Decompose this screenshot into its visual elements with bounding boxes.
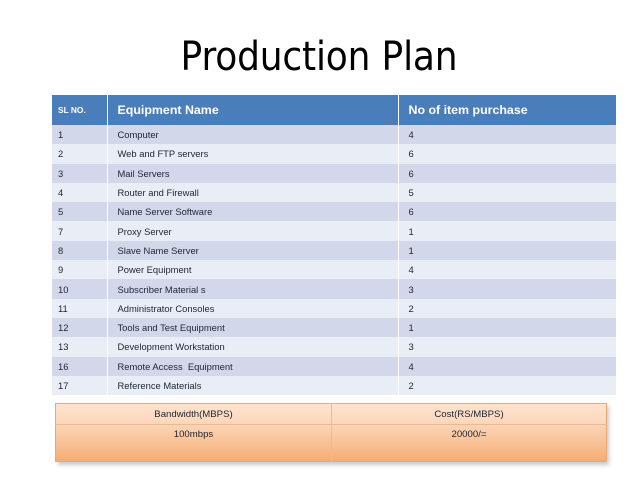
cell-equipment-name: Subscriber Material s (107, 279, 399, 299)
cell-sl-no: 16 (52, 356, 108, 376)
cell-equipment-name: Router and Firewall (107, 182, 399, 203)
cost-value: 20000/= (451, 429, 487, 440)
equipment-table-header: SL NO. Equipment Name No of item purchas… (52, 95, 616, 125)
cell-sl-no: 7 (52, 221, 108, 241)
bandwidth-cost-table-container: Bandwidth(MBPS) Cost(RS/MBPS) 100mbps 20… (55, 403, 607, 462)
cell-no-of-item-purchase: 6 (398, 163, 616, 183)
column-header-equipment-name: Equipment Name (107, 95, 399, 125)
cell-equipment-name: Power Equipment (107, 260, 399, 280)
cell-sl-no: 5 (52, 202, 108, 222)
cell-equipment-name: Name Server Software (107, 202, 399, 222)
cell-no-of-item-purchase: 6 (398, 144, 616, 164)
column-header-cost: Cost(RS/MBPS) (331, 403, 607, 425)
cell-equipment-name: Proxy Server (107, 221, 399, 241)
cell-sl-no: 8 (52, 240, 108, 261)
cell-sl-no: 1 (52, 125, 108, 145)
cell-sl-no: 11 (52, 298, 108, 318)
table-header-row: SL NO. Equipment Name No of item purchas… (52, 95, 616, 125)
cell-equipment-name: Reference Materials (107, 375, 399, 396)
cell-sl-no: 3 (52, 163, 108, 183)
cell-sl-no: 4 (52, 182, 108, 203)
cell-no-of-item-purchase: 1 (398, 240, 616, 261)
cell-sl-no: 10 (52, 279, 108, 299)
cell-equipment-name: Administrator Consoles (107, 298, 399, 318)
cell-no-of-item-purchase: 6 (398, 202, 616, 222)
cell-sl-no: 2 (52, 144, 108, 164)
cell-equipment-name: Computer (107, 125, 399, 145)
cell-no-of-item-purchase: 2 (398, 375, 616, 396)
cell-equipment-name: Slave Name Server (107, 240, 399, 261)
cell-sl-no: 13 (52, 337, 108, 357)
column-header-no-of-item-purchase: No of item purchase (398, 95, 616, 125)
cell-no-of-item-purchase: 5 (398, 182, 616, 203)
cell-equipment-name: Tools and Test Equipment (107, 317, 399, 338)
cell-equipment-name: Development Workstation (107, 337, 399, 357)
cell-equipment-name: Remote Access Equipment (107, 356, 399, 376)
cell-no-of-item-purchase: 4 (398, 260, 616, 280)
cell-no-of-item-purchase: 1 (398, 221, 616, 241)
cell-equipment-name: Mail Servers (107, 163, 399, 183)
cell-no-of-item-purchase: 3 (398, 337, 616, 357)
column-header-sl-no: SL NO. (52, 95, 108, 125)
cell-no-of-item-purchase: 1 (398, 317, 616, 338)
cell-sl-no: 12 (52, 317, 108, 338)
cell-no-of-item-purchase: 3 (398, 279, 616, 299)
page-title: Production Plan (180, 34, 458, 80)
cell-sl-no: 9 (52, 260, 108, 280)
bandwidth-value: 100mbps (55, 424, 332, 462)
bandwidth-table-header-row: Bandwidth(MBPS) Cost(RS/MBPS) (55, 403, 607, 425)
column-header-bandwidth: Bandwidth(MBPS) (55, 403, 332, 425)
cell-equipment-name: Web and FTP servers (107, 144, 399, 164)
bandwidth-cost-table: Bandwidth(MBPS) Cost(RS/MBPS) 100mbps 20… (55, 403, 607, 462)
cell-no-of-item-purchase: 2 (398, 298, 616, 318)
equipment-table: SL NO. Equipment Name No of item purchas… (52, 95, 616, 396)
cell-no-of-item-purchase: 4 (398, 125, 616, 145)
cell-no-of-item-purchase: 4 (398, 356, 616, 376)
bandwidth-table-value-row: 100mbps 20000/= (55, 424, 607, 462)
cell-sl-no: 17 (52, 375, 108, 396)
